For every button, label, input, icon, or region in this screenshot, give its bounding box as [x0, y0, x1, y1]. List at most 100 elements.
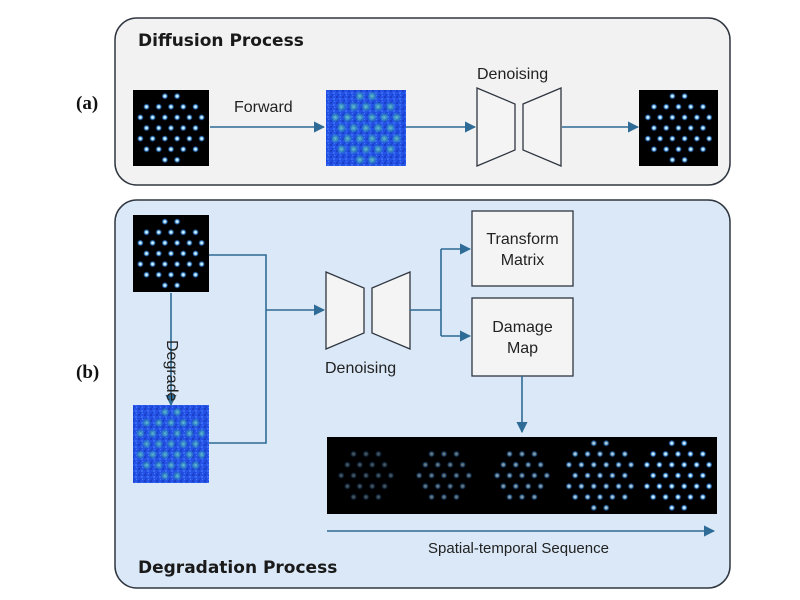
- lattice-dot: [136, 113, 144, 121]
- lattice-dot: [362, 450, 370, 458]
- lattice-dot: [368, 482, 376, 490]
- crystal-image-degraded: [133, 405, 209, 483]
- lattice-dot: [161, 239, 169, 247]
- lattice-dot: [335, 143, 347, 155]
- lattice-dot: [356, 482, 364, 490]
- lattice-dot: [693, 113, 701, 121]
- lattice-dot: [141, 438, 152, 450]
- lattice-dot: [590, 482, 598, 490]
- lattice-dot: [668, 92, 676, 100]
- lattice-dot: [693, 482, 701, 490]
- lattice-dot: [141, 417, 152, 428]
- lattice-dot: [378, 111, 390, 123]
- lattice-dot: [335, 122, 347, 134]
- lattice-dot: [584, 472, 592, 479]
- lattice-dot: [337, 472, 345, 479]
- lattice-dot: [155, 250, 163, 257]
- lattice-dot: [602, 439, 610, 447]
- damage-map-box: [471, 297, 574, 377]
- lattice-dot: [518, 493, 526, 501]
- lattice-dot: [434, 461, 442, 469]
- lattice-dot: [350, 493, 358, 501]
- lattice-dot: [149, 135, 157, 143]
- lattice-dot: [161, 135, 169, 143]
- lattice-dot: [590, 504, 598, 512]
- lattice-dot: [374, 493, 382, 501]
- lattice-dot: [190, 460, 201, 471]
- lattice-dot: [391, 111, 403, 123]
- panel-b-tag: (b): [76, 362, 100, 383]
- lattice-dot: [171, 428, 183, 439]
- lattice-dot: [173, 218, 181, 226]
- lattice-dot: [366, 111, 378, 123]
- lattice-dot: [608, 450, 616, 458]
- lattice-dot: [675, 103, 682, 111]
- lattice-dot: [643, 482, 651, 490]
- lattice-dot: [178, 417, 189, 428]
- lattice-dot: [372, 101, 384, 113]
- lattice-dot: [668, 113, 676, 121]
- lattice-dot: [699, 103, 707, 111]
- lattice-dot: [662, 103, 670, 111]
- lattice-dot: [173, 281, 181, 289]
- lattice-dot: [198, 260, 206, 268]
- lattice-dot: [446, 461, 454, 469]
- lattice-dot: [686, 450, 694, 458]
- lattice-dot: [506, 472, 514, 479]
- lattice-dot: [155, 124, 163, 132]
- transform-matrix-text: Transform Matrix: [472, 229, 573, 271]
- lattice-dot: [387, 472, 395, 479]
- lattice-dot: [571, 450, 579, 458]
- transform-matrix-box: [471, 210, 574, 287]
- lattice-dot: [143, 228, 150, 236]
- lattice-dot: [178, 460, 189, 471]
- lattice-dot: [518, 472, 526, 479]
- lattice-dot: [143, 103, 150, 111]
- lattice-dot: [699, 124, 707, 132]
- lattice-dot: [440, 450, 448, 458]
- lattice-dot: [196, 428, 207, 439]
- lattice-dot: [155, 145, 163, 153]
- lattice-dot: [198, 113, 206, 121]
- lattice-dot: [184, 449, 195, 460]
- sequence-frame: [327, 437, 405, 514]
- lattice-dot: [348, 101, 360, 113]
- lattice-dot: [149, 239, 157, 247]
- lattice-dot: [135, 428, 146, 439]
- lattice-dot: [608, 472, 616, 479]
- lattice-dot: [590, 461, 598, 469]
- lattice-dot: [153, 438, 164, 450]
- lattice-dot: [143, 124, 150, 132]
- lattice-dot: [161, 218, 169, 226]
- lattice-dot: [705, 113, 713, 121]
- lattice-dot: [499, 482, 507, 490]
- denoising-label-a: Denoising: [477, 66, 549, 83]
- panel-a-title: Diffusion Process: [138, 31, 304, 51]
- lattice-dot: [512, 482, 520, 490]
- lattice-dot: [354, 154, 366, 166]
- lattice-dot: [350, 472, 358, 479]
- lattice-dot: [681, 113, 689, 121]
- lattice-dot: [161, 281, 169, 289]
- lattice-dot: [374, 450, 382, 458]
- lattice-dot: [329, 111, 341, 123]
- lattice-dot: [185, 113, 193, 121]
- lattice-dot: [372, 122, 384, 134]
- lattice-dot: [668, 482, 676, 490]
- lattice-dot: [674, 493, 682, 501]
- lattice-dot: [518, 450, 526, 458]
- lattice-dot: [602, 504, 610, 512]
- lattice-dot: [668, 135, 676, 143]
- lattice-dot: [372, 143, 384, 155]
- lattice-dot: [159, 470, 171, 481]
- lattice-dot: [147, 428, 158, 439]
- lattice-dot: [705, 135, 713, 143]
- lattice-dot: [153, 417, 164, 428]
- forward-label: Forward: [234, 99, 293, 116]
- lattice-dot: [699, 493, 707, 501]
- lattice-dot: [173, 92, 181, 100]
- lattice-dot: [662, 472, 670, 479]
- lattice-dot: [366, 90, 378, 102]
- lattice-dot: [184, 428, 195, 439]
